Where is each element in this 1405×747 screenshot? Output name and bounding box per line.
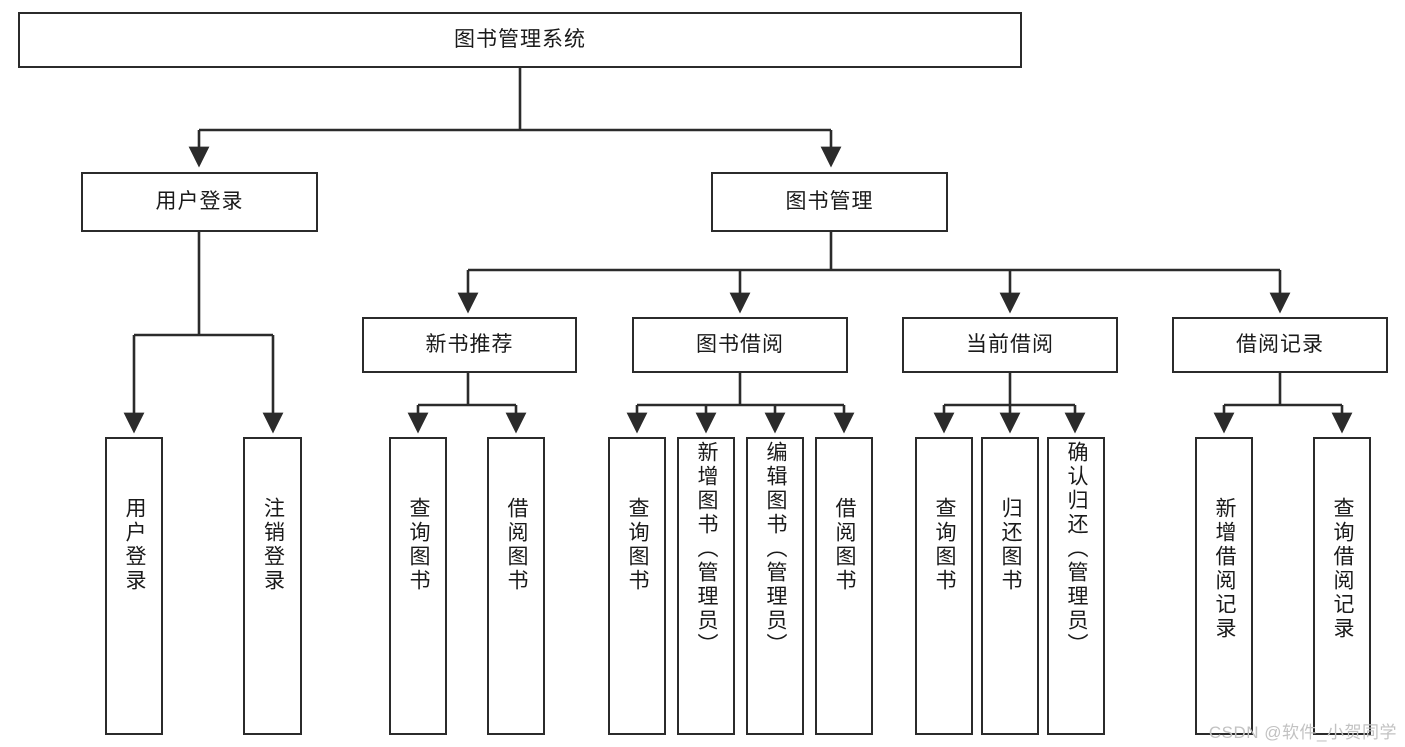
leaf-recommend-borrow-book-label: 借阅图书: [505, 497, 529, 593]
leaf-borrow-query-book-label: 查询图书: [626, 497, 650, 593]
node-new-book-recommend[interactable]: 新书推荐: [362, 317, 577, 373]
leaf-recommend-borrow-book[interactable]: 借阅图书: [487, 437, 545, 735]
node-borrow-record[interactable]: 借阅记录: [1172, 317, 1388, 373]
node-root-label: 图书管理系统: [454, 28, 586, 52]
leaf-recommend-query-book[interactable]: 查询图书: [389, 437, 447, 735]
node-book-management-label: 图书管理: [785, 190, 874, 214]
leaf-record-add-record-label: 新增借阅记录: [1213, 497, 1237, 641]
node-user-login-label: 用户登录: [155, 190, 244, 214]
leaf-record-query-record-label: 查询借阅记录: [1331, 497, 1355, 641]
leaf-current-confirm-return[interactable]: 确认归还（管理员）: [1047, 437, 1105, 735]
node-current-borrow-label: 当前借阅: [966, 333, 1054, 357]
leaf-current-query-book-label: 查询图书: [933, 497, 957, 593]
leaf-borrow-query-book[interactable]: 查询图书: [608, 437, 666, 735]
leaf-record-query-record[interactable]: 查询借阅记录: [1313, 437, 1371, 735]
node-book-borrow[interactable]: 图书借阅: [632, 317, 848, 373]
node-new-book-recommend-label: 新书推荐: [425, 333, 514, 357]
leaf-current-return-book[interactable]: 归还图书: [981, 437, 1039, 735]
leaf-user-login[interactable]: 用户登录: [105, 437, 163, 735]
leaf-borrow-borrow-book-label: 借阅图书: [833, 497, 857, 593]
leaf-borrow-edit-book[interactable]: 编辑图书（管理员）: [746, 437, 804, 735]
node-current-borrow[interactable]: 当前借阅: [902, 317, 1118, 373]
leaf-borrow-borrow-book[interactable]: 借阅图书: [815, 437, 873, 735]
leaf-user-logout[interactable]: 注销登录: [243, 437, 302, 735]
leaf-current-return-book-label: 归还图书: [999, 497, 1023, 593]
leaf-borrow-add-book-label: 新增图书（管理员）: [695, 441, 719, 657]
node-root[interactable]: 图书管理系统: [18, 12, 1022, 68]
watermark: CSDN @软件_小贺同学: [1208, 723, 1397, 742]
leaf-current-query-book[interactable]: 查询图书: [915, 437, 973, 735]
leaf-recommend-query-book-label: 查询图书: [407, 497, 431, 593]
node-book-management[interactable]: 图书管理: [711, 172, 948, 232]
node-borrow-record-label: 借阅记录: [1236, 333, 1324, 357]
leaf-borrow-add-book[interactable]: 新增图书（管理员）: [677, 437, 735, 735]
leaf-user-logout-label: 注销登录: [261, 497, 285, 593]
leaf-borrow-edit-book-label: 编辑图书（管理员）: [764, 441, 788, 657]
leaf-record-add-record[interactable]: 新增借阅记录: [1195, 437, 1253, 735]
node-user-login[interactable]: 用户登录: [81, 172, 318, 232]
leaf-user-login-label: 用户登录: [123, 497, 147, 593]
leaf-current-confirm-return-label: 确认归还（管理员）: [1065, 441, 1089, 657]
node-book-borrow-label: 图书借阅: [696, 333, 784, 357]
